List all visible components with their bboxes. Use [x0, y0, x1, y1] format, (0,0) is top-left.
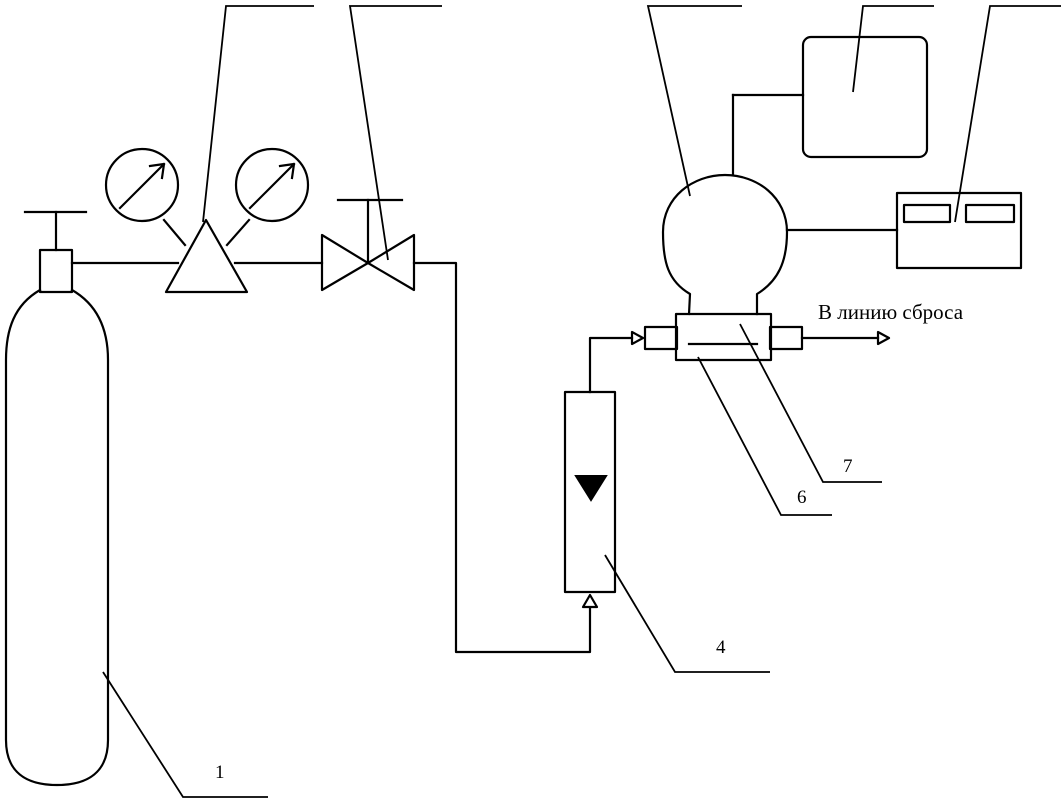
gas-cylinder [4, 210, 110, 787]
label-cylinder: 1 [215, 762, 225, 783]
rotameter [563, 390, 617, 609]
flow-cell [643, 312, 804, 362]
pipe-rotameter-cell [588, 336, 634, 394]
needle-valve [320, 198, 416, 292]
inlet-arrow [630, 330, 645, 346]
display-unit [895, 191, 1023, 270]
measuring-chamber [661, 173, 789, 316]
pipe-valve-rotameter [412, 261, 592, 654]
pressure-gauge-outlet [234, 147, 310, 223]
label-sensor: 7 [843, 456, 853, 477]
label-rotameter: 4 [716, 637, 726, 658]
exhaust-arrow [876, 330, 891, 346]
label-cell: 6 [797, 487, 807, 508]
pressure-regulator [162, 218, 251, 294]
pressure-gauge-inlet [104, 147, 180, 223]
control-unit [801, 35, 929, 159]
exhaust-annotation: В линию сброса [818, 300, 964, 324]
leader-lines [102, 5, 1061, 798]
